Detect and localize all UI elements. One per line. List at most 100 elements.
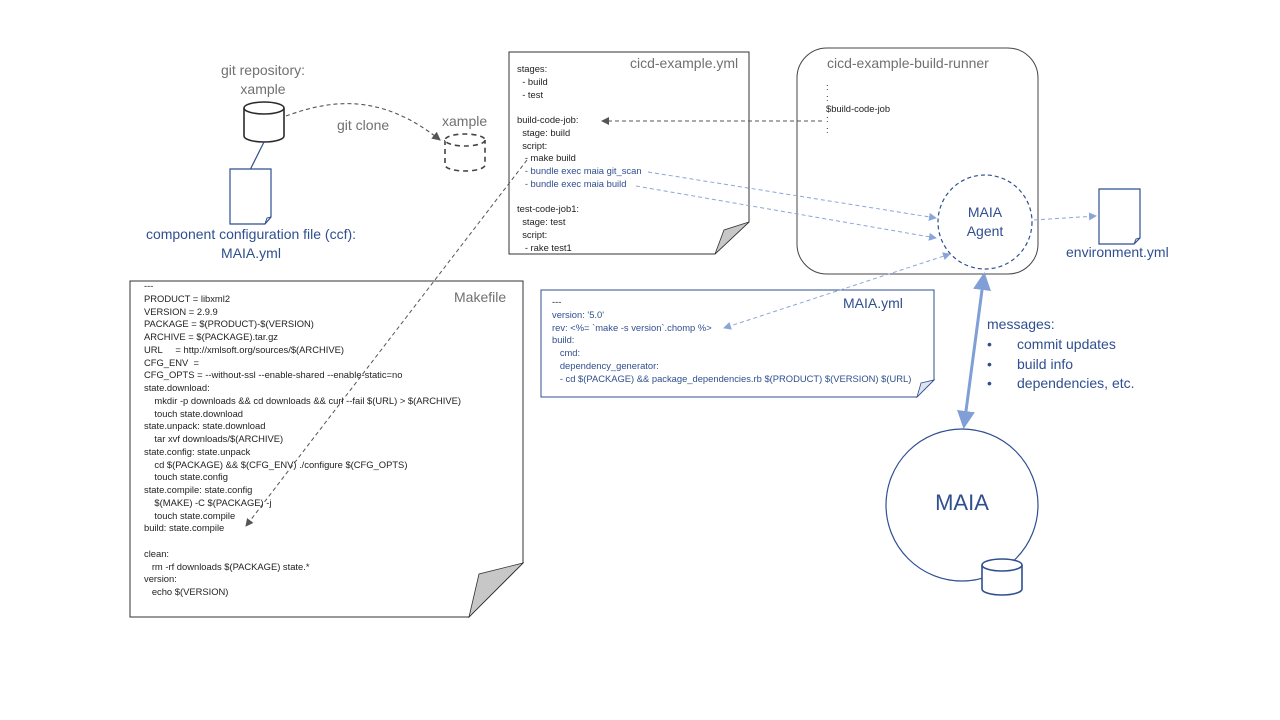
makefile-line: state.compile: state.config bbox=[144, 484, 253, 495]
makefile-line: CFG_OPTS = --without-ssl --enable-shared… bbox=[144, 369, 403, 381]
runner-line: : bbox=[826, 91, 829, 103]
cicd-line: stage: build bbox=[517, 126, 571, 138]
runner-line: : bbox=[826, 81, 829, 92]
repo-title-line2: xample bbox=[240, 81, 286, 97]
git-clone-label: git clone bbox=[337, 117, 390, 133]
maia-agent-circle bbox=[937, 174, 1033, 270]
runner-line: : bbox=[826, 113, 829, 125]
agent-rev-arrow bbox=[723, 252, 951, 330]
messages-title: messages: bbox=[987, 316, 1055, 332]
maia-server-circle bbox=[885, 428, 1039, 582]
message-item: • dependencies, etc. bbox=[987, 374, 1135, 394]
cicd-line: - bundle exec maia git_scan bbox=[517, 165, 642, 176]
makefile-line: VERSION = 2.9.9 bbox=[144, 305, 218, 317]
bullet-icon: • bbox=[987, 375, 992, 391]
repo-to-ccf-connector bbox=[249, 141, 265, 171]
makefile-line: cd $(PACKAGE) && $(CFG_ENV) ./configure … bbox=[144, 458, 408, 470]
makefile-line: tar xvf downloads/$(ARCHIVE) bbox=[144, 433, 284, 444]
makefile-line: PACKAGE = $(PRODUCT)-$(VERSION) bbox=[144, 318, 314, 330]
cicd-line: - make build bbox=[517, 152, 576, 164]
runner-line: $build-code-job bbox=[826, 102, 891, 114]
repo-cylinder-icon bbox=[243, 101, 285, 143]
ccf-label-line2: MAIA.yml bbox=[221, 245, 281, 261]
cicd-file-content: stages: - build - test build-code-job: s… bbox=[517, 63, 642, 254]
runner-line: : bbox=[826, 124, 829, 136]
database-icon bbox=[981, 558, 1023, 596]
makefile-title: Makefile bbox=[454, 289, 507, 305]
makefile-line: state.config: state.unpack bbox=[144, 445, 251, 457]
makefile-file-shape bbox=[129, 280, 525, 619]
cicd-file-shape bbox=[508, 51, 750, 255]
cicd-line: stage: test bbox=[517, 216, 566, 227]
makefile-line: URL = http://xmlsoft.org/sources/$(ARCHI… bbox=[144, 343, 344, 355]
bullet-icon: • bbox=[987, 355, 992, 372]
maia-yml-line: rev: <%= `make -s version`.chomp %> bbox=[552, 321, 712, 333]
maia-agent-label-line1: MAIA bbox=[967, 204, 1003, 220]
message-item-text: build info bbox=[1017, 355, 1074, 372]
message-item: • build info bbox=[987, 355, 1135, 375]
maia-yml-line: dependency_generator: bbox=[552, 359, 659, 371]
makefile-line: echo $(VERSION) bbox=[144, 586, 229, 597]
maia-agent-label: MAIA Agent bbox=[948, 203, 1022, 241]
message-item-text: dependencies, etc. bbox=[1017, 375, 1135, 391]
maia-yml-line: version: '5.0' bbox=[552, 308, 605, 320]
environment-label: environment.yml bbox=[1066, 244, 1169, 260]
maia-yml-line: build: bbox=[552, 334, 575, 346]
maia-server-label: MAIA bbox=[935, 490, 989, 515]
cicd-file-title: cicd-example.yml bbox=[630, 55, 739, 71]
maia-yml-line: - cd $(PACKAGE) && package_dependencies.… bbox=[552, 372, 912, 384]
makefile-line: mkdir -p downloads && cd downloads && cu… bbox=[144, 394, 462, 406]
cicd-line: script: bbox=[517, 228, 548, 240]
makefile-line: state.download: bbox=[144, 382, 210, 393]
makefile-line: --- bbox=[144, 280, 154, 291]
cicd-line bbox=[517, 101, 642, 114]
ccf-label-line1: component configuration file (ccf): bbox=[145, 226, 357, 242]
maia-yml-line: cmd: bbox=[552, 347, 581, 358]
makefile-line: CFG_ENV = bbox=[144, 356, 199, 368]
makefile-line: build: state.compile bbox=[144, 522, 225, 534]
makefile-line bbox=[144, 535, 461, 548]
cicd-line: script: bbox=[517, 139, 548, 151]
ccf-document-icon bbox=[229, 168, 272, 225]
makefile-line: touch state.config bbox=[144, 471, 228, 483]
ccf-label: component configuration file (ccf): MAIA… bbox=[138, 225, 364, 263]
repo-title-line1: git repository: bbox=[220, 62, 306, 78]
makefile-line: touch state.download bbox=[144, 407, 244, 419]
message-item: • commit updates bbox=[987, 335, 1135, 355]
cicd-line: - build bbox=[517, 75, 548, 87]
message-item-text: commit updates bbox=[1017, 336, 1116, 352]
cicd-line: - test bbox=[517, 88, 544, 100]
makefile-line: clean: bbox=[144, 547, 170, 559]
git-clone-arrow bbox=[285, 103, 441, 141]
maia-agent-label-line2: Agent bbox=[966, 223, 1004, 239]
clone-label: xample bbox=[442, 113, 488, 129]
maia-yml-content: ---version: '5.0'rev: <%= `make -s versi… bbox=[552, 296, 911, 385]
makefile-line: version: bbox=[144, 573, 177, 585]
maia-build-to-agent-arrow bbox=[635, 185, 937, 241]
cicd-line bbox=[517, 191, 642, 204]
cicd-line: stages: bbox=[517, 63, 548, 74]
repo-title: git repository: xample bbox=[210, 61, 316, 99]
runner-title: cicd-example-build-runner bbox=[827, 55, 989, 71]
messages-list: • commit updates • build info • dependencies,… bbox=[987, 335, 1135, 394]
maia-yml-title: MAIA.yml bbox=[843, 295, 903, 311]
bullet-icon: • bbox=[987, 336, 992, 352]
clone-cylinder-icon bbox=[444, 133, 486, 172]
makefile-line: PRODUCT = libxml2 bbox=[144, 292, 231, 304]
cicd-line: - rake test1 bbox=[517, 241, 572, 253]
cicd-line: - bundle exec maia build bbox=[517, 177, 627, 189]
makefile-line: $(MAKE) -C $(PACKAGE) -j bbox=[144, 496, 272, 508]
runner-content: ::$build-code-job:: bbox=[826, 81, 891, 136]
makefile-line: state.unpack: state.download bbox=[144, 420, 266, 432]
maia-yml-line: --- bbox=[552, 296, 562, 307]
cicd-line: build-code-job: bbox=[517, 114, 579, 125]
makefile-line: touch state.compile bbox=[144, 509, 236, 521]
makefile-line: ARCHIVE = $(PACKAGE).tar.gz bbox=[144, 331, 278, 342]
agent-server-messages-arrow bbox=[957, 272, 991, 429]
environment-document-icon bbox=[1098, 188, 1141, 245]
makefile-line: rm -rf downloads $(PACKAGE) state.* bbox=[144, 560, 310, 572]
cicd-line: test-code-job1: bbox=[517, 203, 580, 215]
agent-to-environment-arrow bbox=[1033, 212, 1097, 221]
